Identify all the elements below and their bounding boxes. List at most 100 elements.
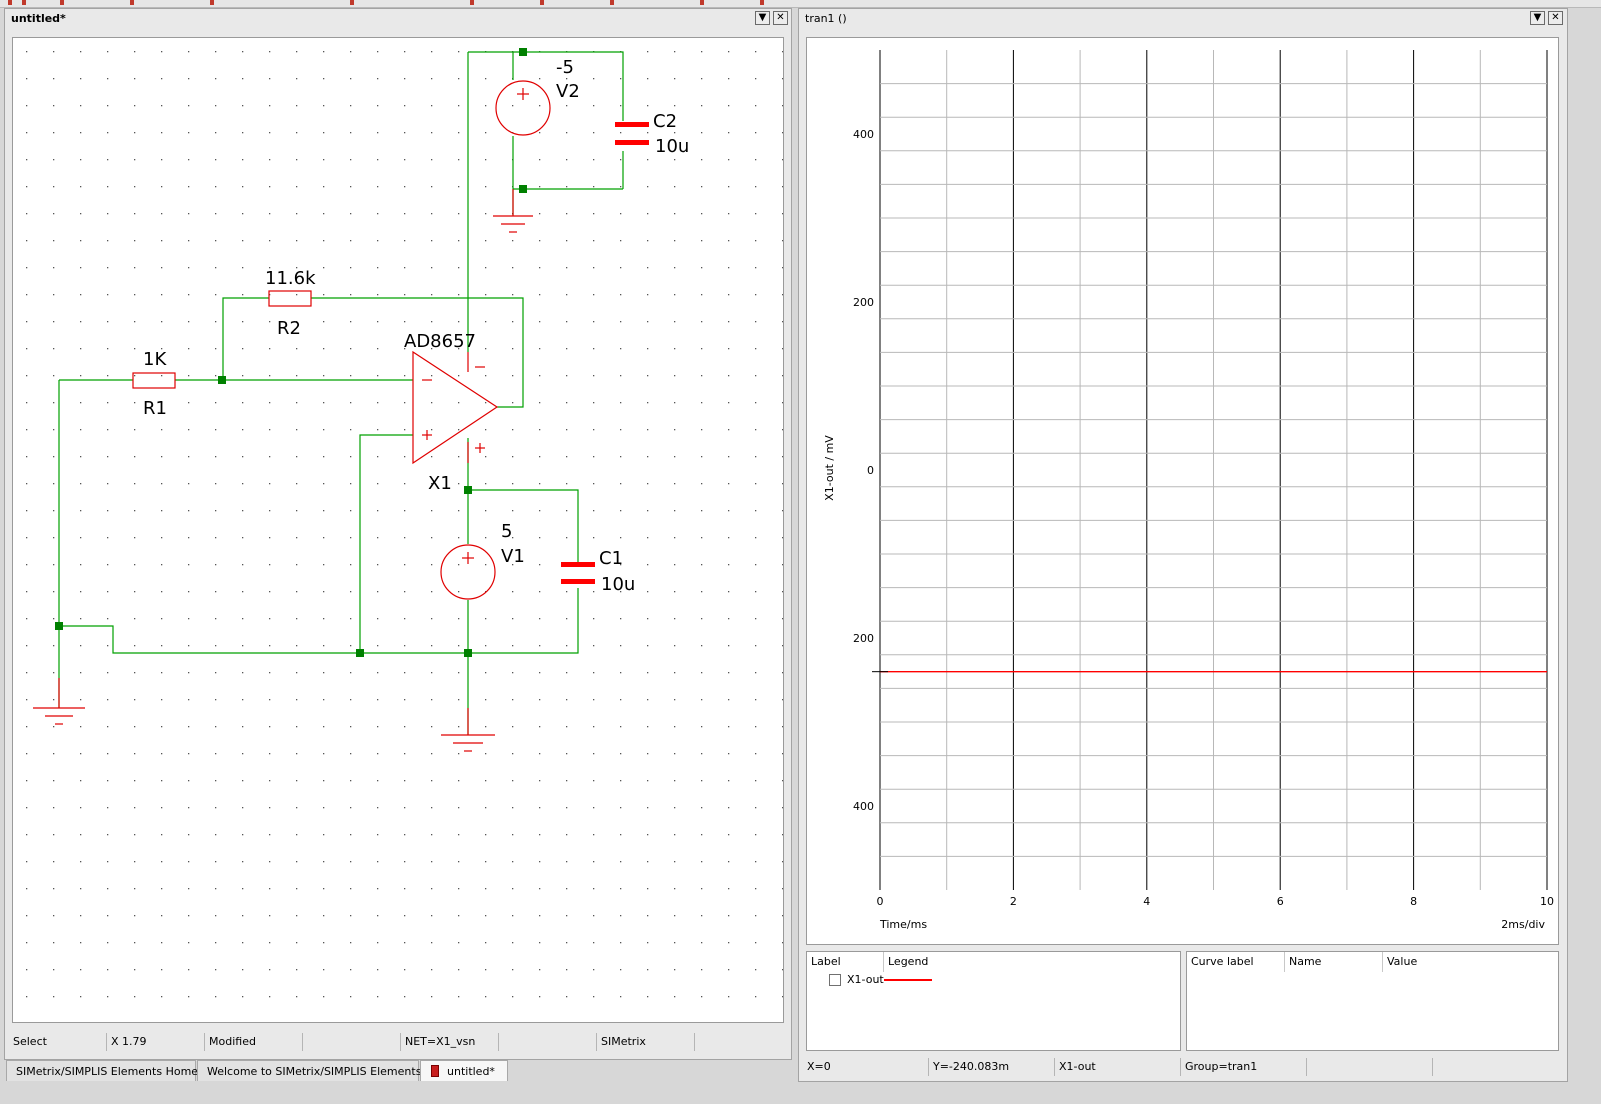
graph-title: tran1 () [805,12,847,25]
toolbar-icon[interactable] [22,0,26,5]
c2-ref-label: C2 [653,111,677,132]
tab-elements-home[interactable]: SIMetrix/SIMPLIS Elements Home [6,1060,199,1081]
c2-capacitor[interactable] [615,122,649,145]
plot-grid [879,50,1548,890]
graph-status-bar: X=0 Y=-240.083m X1-out Group=tran1 [803,1058,1563,1076]
toolbar-icon[interactable] [760,0,764,5]
cursor-y-readout: Y=-240.083m [929,1058,1055,1076]
plot-area[interactable]: 400 200 0 200 400 0 2 4 6 8 10 X1-out / mV Time/m… [806,37,1559,945]
r2-ref-label: R2 [277,318,301,339]
c1-capacitor[interactable] [561,562,595,584]
schematic-status-bar: Select X 1.79 Modified NET=X1_vsn SIMetr… [9,1033,787,1051]
status-empty [499,1033,597,1051]
x1-model-label: AD8657 [404,331,476,352]
schematic-drawing[interactable]: -5 V2 C2 10u 11.6k R2 [13,38,784,1023]
r1-resistor[interactable] [132,372,176,389]
toolbar-icon[interactable] [60,0,64,5]
r2-resistor[interactable] [268,290,312,307]
toolbar-icon[interactable] [610,0,614,5]
x-axis-label: Time/ms [879,918,927,931]
x1-ref-label: X1 [428,473,452,494]
v2-value-label: -5 [556,57,574,78]
x-tick-label: 0 [877,895,884,908]
toolbar-icon[interactable] [470,0,474,5]
x-tick-label: 4 [1143,895,1150,908]
legend-table[interactable]: Label Legend X1-out [806,951,1181,1051]
y-tick-label: 200 [853,632,874,645]
toolbar-icon[interactable] [130,0,134,5]
status-mode: Select [9,1033,107,1051]
legend-curve-label[interactable]: X1-out [847,973,884,986]
y-tick-label: 200 [853,296,874,309]
chevron-down-icon: ▼ [758,12,767,23]
y-tick-labels: 400 200 0 200 400 [853,128,874,813]
v1-voltage-source[interactable] [440,544,496,600]
y-axis-label: X1-out / mV [823,435,836,501]
col-label-header[interactable]: Label [807,952,884,972]
toolbar-icon[interactable] [350,0,354,5]
status-empty [1307,1058,1433,1076]
x-tick-label: 8 [1410,895,1417,908]
curve-values-table[interactable]: Curve label Name Value [1186,951,1559,1051]
y-tick-label: 400 [853,800,874,813]
ground-symbol[interactable] [441,708,495,752]
cursor-curve-readout: X1-out [1055,1058,1181,1076]
status-product: SIMetrix [597,1033,695,1051]
curve-checkbox[interactable] [829,974,841,986]
r2-value-label: 11.6k [265,268,316,289]
window-menu-button[interactable]: ▼ [1530,11,1545,25]
r1-ref-label: R1 [143,398,167,419]
col-curve-label-header[interactable]: Curve label [1187,952,1285,972]
wires[interactable] [58,51,624,735]
status-net: NET=X1_vsn [401,1033,499,1051]
status-modified: Modified [205,1033,303,1051]
schematic-document-icon [431,1065,439,1077]
c1-value-label: 10u [601,574,635,595]
tab-label: untitled* [447,1065,495,1078]
status-group: Group=tran1 [1181,1058,1307,1076]
schematic-canvas[interactable]: -5 V2 C2 10u 11.6k R2 [12,37,784,1023]
col-value-header[interactable]: Value [1387,955,1418,968]
v1-ref-label: V1 [501,546,525,567]
r1-value-label: 1K [143,349,167,370]
window-close-button[interactable]: ✕ [1548,11,1563,25]
schematic-window[interactable]: untitled* ▼ ✕ [4,8,792,1060]
v2-voltage-source[interactable] [495,80,551,136]
cursor-x-readout: X=0 [803,1058,929,1076]
schematic-title: untitled* [11,12,66,25]
window-menu-button[interactable]: ▼ [755,11,770,25]
c2-value-label: 10u [655,136,689,157]
tab-label: Welcome to SIMetrix/SIMPLIS Elements [207,1065,422,1078]
tab-label: SIMetrix/SIMPLIS Elements Home [16,1065,199,1078]
x1-opamp[interactable] [412,350,499,465]
ground-symbol[interactable] [493,189,533,233]
col-legend-header[interactable]: Legend [888,955,929,968]
ground-symbol[interactable] [33,678,85,725]
legend-curve-swatch [884,979,932,981]
toolbar-icon[interactable] [210,0,214,5]
junction-nodes [55,48,527,657]
x-tick-label: 2 [1010,895,1017,908]
col-name-header[interactable]: Name [1285,952,1383,972]
window-close-button[interactable]: ✕ [773,11,788,25]
status-empty [303,1033,401,1051]
toolbar-icon[interactable] [700,0,704,5]
close-icon: ✕ [1551,12,1560,23]
toolbar-icon[interactable] [540,0,544,5]
grid-dots [13,38,783,1022]
x-tick-label: 6 [1277,895,1284,908]
y-tick-label: 0 [867,464,874,477]
graph-window[interactable]: tran1 () ▼ ✕ 400 200 0 200 400 0 2 4 6 8 10 X1-ou… [798,8,1568,1082]
main-toolbar[interactable] [0,0,1601,8]
x-tick-labels: 0 2 4 6 8 10 [877,895,1555,908]
y-tick-label: 400 [853,128,874,141]
tab-untitled[interactable]: untitled* [420,1060,508,1081]
x-tick-label: 10 [1540,895,1554,908]
tab-welcome[interactable]: Welcome to SIMetrix/SIMPLIS Elements [197,1060,422,1081]
v1-value-label: 5 [501,521,512,542]
waveform-plot[interactable]: 400 200 0 200 400 0 2 4 6 8 10 X1-out / mV Time/m… [807,38,1559,945]
close-icon: ✕ [776,12,785,23]
chevron-down-icon: ▼ [1533,12,1542,23]
x-scale-note: 2ms/div [1501,918,1545,931]
toolbar-icon[interactable] [8,0,12,5]
